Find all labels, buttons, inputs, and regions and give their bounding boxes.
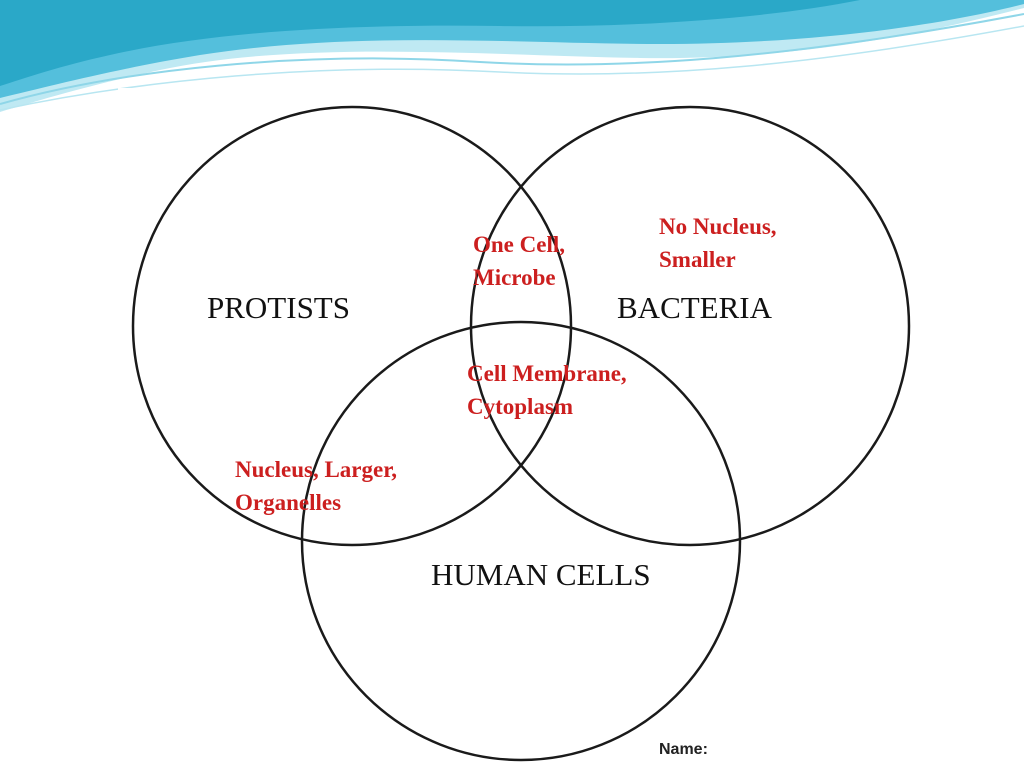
protists-bacteria-note-line-1: One Cell, (473, 232, 565, 257)
bacteria-only-note-line-2: Smaller (659, 247, 736, 272)
name-field-label: Name: (659, 741, 708, 758)
human-cells-label: HUMAN CELLS (431, 557, 651, 592)
venn-sheet (118, 88, 924, 768)
all-three-note-line-1: Cell Membrane, (467, 361, 627, 386)
protists-human-note-line-2: Organelles (235, 490, 342, 515)
bacteria-only-note: No Nucleus, Smaller (659, 210, 777, 276)
header-wave-decoration (0, 0, 1024, 112)
protists-circle (131, 105, 573, 547)
protists-bacteria-note-line-2: Microbe (473, 265, 556, 290)
all-three-note: Cell Membrane, Cytoplasm (467, 357, 627, 423)
all-three-note-line-2: Cytoplasm (467, 394, 574, 419)
protists-label: PROTISTS (207, 290, 350, 325)
bacteria-only-note-line-1: No Nucleus, (659, 214, 777, 239)
bacteria-circle (469, 105, 911, 547)
human-cells-circle (300, 320, 742, 762)
bacteria-label: BACTERIA (617, 290, 772, 325)
protists-bacteria-note: One Cell, Microbe (473, 228, 565, 294)
protists-human-note-line-1: Nucleus, Larger, (235, 457, 398, 482)
protists-human-note: Nucleus, Larger, Organelles (235, 453, 397, 519)
